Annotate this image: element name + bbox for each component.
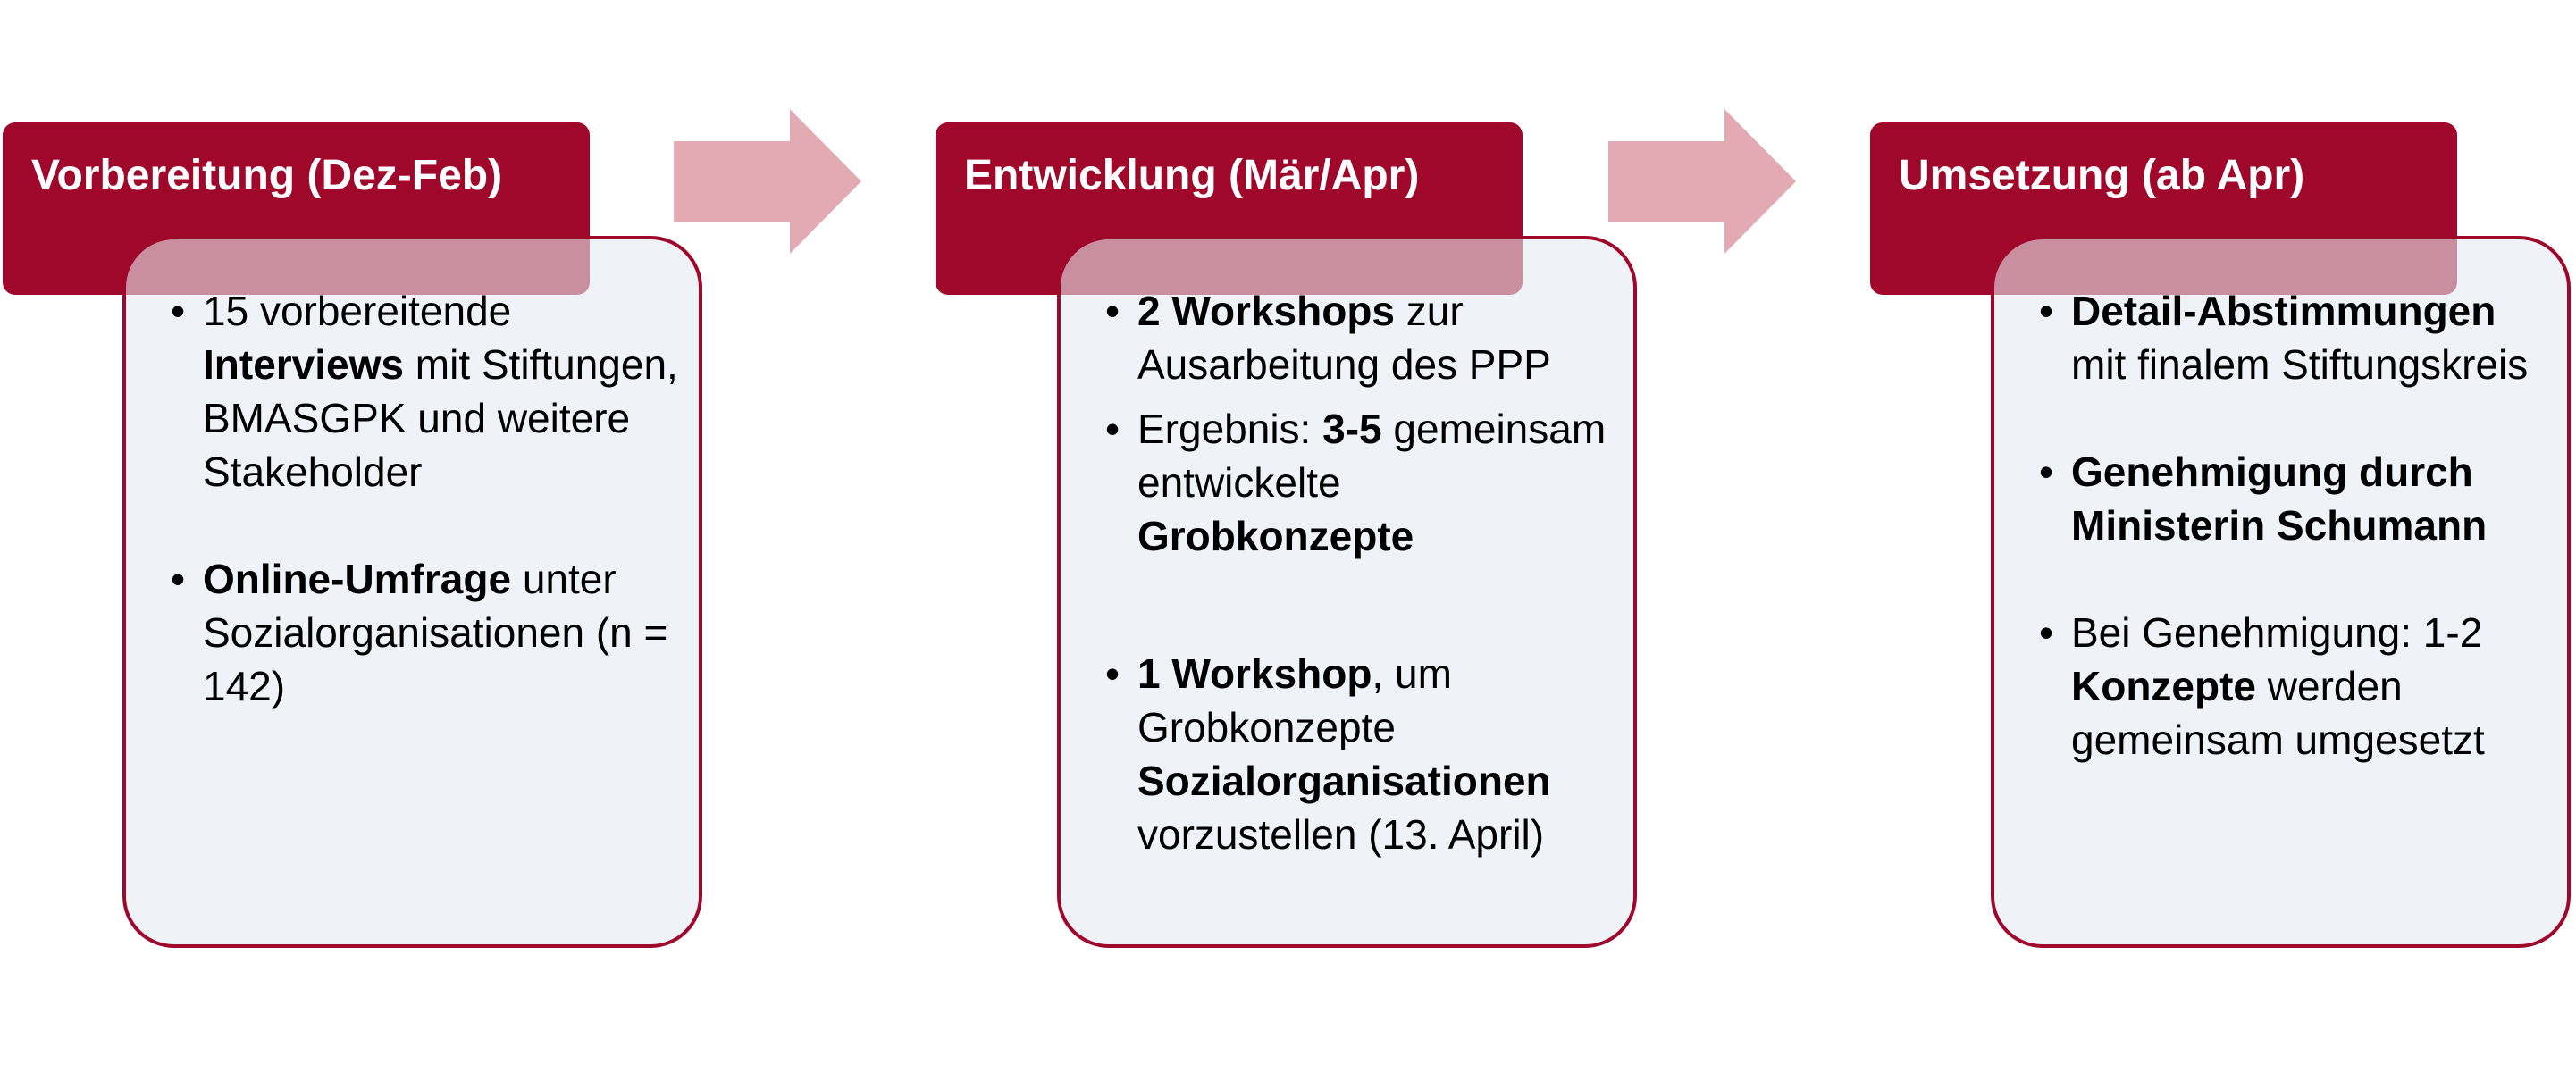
bullet-text: Ergebnis: 3-5 gemeinsam entwickelte Grob… [1137, 406, 1607, 559]
bullet-list: • 15 vorbereitende Interviews mit Stiftu… [171, 284, 689, 713]
bullet-item: • Online-Umfrage unter Sozialorganisatio… [171, 556, 668, 709]
bullet-item: • 15 vorbereitende Interviews mit Stiftu… [171, 288, 678, 495]
bullet-text: 15 vorbereitende Interviews mit Stiftung… [203, 288, 678, 495]
phase-card: • 2 Workshops zur Ausarbeitung des PPP •… [1057, 236, 1637, 948]
phase-umsetzung: Umsetzung (ab Apr) • Detail-Abstimmungen… [1870, 0, 2576, 1073]
phase-entwicklung: Entwicklung (Mär/Apr) • 2 Workshops zur … [936, 0, 1829, 1073]
right-arrow-icon [674, 109, 861, 254]
right-arrow-icon [1608, 109, 1796, 254]
bullet-item: • Genehmigung durch Ministerin Schumann [2039, 448, 2488, 549]
phase-card: • Detail-Abstimmungen mit finalem Stiftu… [1991, 236, 2571, 948]
bullet-list: • 2 Workshops zur Ausarbeitung des PPP •… [1105, 284, 1624, 861]
phase-title: Entwicklung (Mär/Apr) [964, 152, 1420, 199]
bullet-text: Detail-Abstimmungen mit finalem Stiftung… [2071, 288, 2529, 388]
phase-title: Umsetzung (ab Apr) [1899, 152, 2305, 199]
bullet-item: • Bei Genehmigung: 1-2 Konzepte werden g… [2039, 609, 2485, 763]
bullet-item: • Ergebnis: 3-5 gemeinsam entwickelte Gr… [1105, 406, 1607, 559]
phase-title: Vorbereitung (Dez-Feb) [31, 152, 503, 199]
bullet-text: 1 Workshop, um Grobkonzepte Sozialorgani… [1137, 650, 1551, 858]
bullet-item: • 1 Workshop, um Grobkonzepte Sozialorga… [1105, 650, 1551, 858]
phase-vorbereitung: Vorbereitung (Dez-Feb) • 15 vorbereitend… [0, 0, 894, 1073]
bullet-item: • 2 Workshops zur Ausarbeitung des PPP [1105, 288, 1551, 388]
bullet-text: Genehmigung durch Ministerin Schumann [2071, 448, 2488, 549]
bullet-text: 2 Workshops zur Ausarbeitung des PPP [1137, 288, 1551, 388]
bullet-item: • Detail-Abstimmungen mit finalem Stiftu… [2039, 288, 2529, 388]
bullet-text: Online-Umfrage unter Sozialorganisatione… [203, 556, 668, 709]
bullet-list: • Detail-Abstimmungen mit finalem Stiftu… [2039, 284, 2557, 767]
phase-card: • 15 vorbereitende Interviews mit Stiftu… [122, 236, 702, 948]
bullet-text: Bei Genehmigung: 1-2 Konzepte werden gem… [2071, 609, 2485, 763]
